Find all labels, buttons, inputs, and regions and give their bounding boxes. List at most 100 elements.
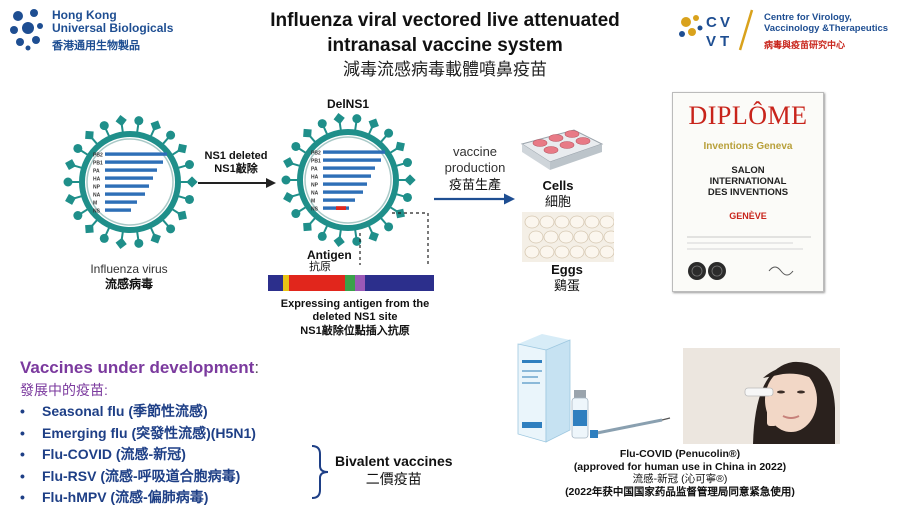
bivalent-vaccines-label: Bivalent vaccines 二價疫苗: [335, 452, 453, 488]
vaccine-production-line1: vaccine: [452, 144, 498, 159]
vaccines-heading: Vaccines under development:: [20, 358, 259, 378]
segment-bar: [105, 192, 145, 196]
product-line3: 流感-新冠 (沁可寧®): [632, 473, 728, 485]
segment-bar: [323, 182, 367, 186]
bivalent-brace-icon: [311, 445, 329, 499]
egg: [558, 230, 574, 244]
segment-label: PB1: [93, 161, 103, 167]
cells-label-cn: 細胞: [544, 194, 571, 209]
vaccines-heading-colon: :: [254, 358, 260, 377]
spike-head: [63, 177, 73, 187]
segment-label: PB1: [311, 159, 321, 165]
egg: [599, 215, 614, 229]
product-line4: (2022年获中国国家药品监督管理局同意紧急使用): [565, 485, 795, 498]
egg: [528, 230, 544, 244]
segment-bar: [105, 208, 131, 212]
segment-label: HA: [93, 177, 101, 183]
penucolin-product-icon: [517, 334, 671, 443]
spike-head: [368, 118, 379, 129]
hub-name-cn: 香港通用生物製品: [52, 40, 140, 52]
spike-head: [85, 130, 94, 140]
segment-bar: [323, 158, 381, 162]
segment-bar: [105, 176, 153, 180]
diploma-city: GENÈVE: [729, 211, 767, 221]
segment-label: M: [93, 201, 97, 207]
bivalent-en: Bivalent vaccines: [335, 453, 453, 469]
segment-label: NP: [93, 185, 101, 191]
segment-label: PB2: [93, 153, 103, 159]
segment-bar: [105, 200, 137, 204]
segment-label: NA: [311, 191, 319, 197]
page-title: Influenza viral vectored live attenuated…: [195, 8, 695, 81]
spike-head: [99, 121, 109, 131]
egg: [599, 245, 614, 259]
egg: [524, 215, 540, 229]
segment-label: NS: [311, 207, 319, 213]
title-cn: 減毒流感病毒載體噴鼻疫苗: [343, 60, 547, 79]
insertion-connector: [359, 212, 429, 265]
list-item: •Emerging flu (突發性流感)(H5N1): [20, 424, 256, 441]
spike-head: [402, 192, 412, 202]
segment-bar: [105, 152, 167, 156]
segment-bar: [323, 198, 355, 202]
spike-head: [85, 224, 94, 234]
svg-text:V: V: [720, 14, 730, 31]
ns1-deleted-label-cn: NS1敲除: [214, 163, 258, 175]
product-line2: (approved for human use in China in 2022…: [573, 460, 787, 473]
egg: [524, 245, 540, 259]
segment-label: NP: [311, 183, 319, 189]
antigen-construct-bar: [268, 275, 434, 291]
delns1-label: DelNS1: [326, 97, 370, 111]
vaccine-production-cn: 疫苗生產: [448, 177, 501, 192]
spike-head: [291, 209, 301, 219]
segment-label: PB2: [311, 151, 321, 157]
segment-label: NS: [93, 209, 101, 215]
svg-text:V: V: [706, 33, 716, 50]
title-en-line2: intranasal vaccine system: [327, 35, 563, 56]
vaccine-production-arrow-icon: [434, 193, 515, 205]
egg: [543, 230, 559, 244]
ns1-deleted-label: NS1 deleted: [204, 150, 268, 162]
antigen-label-cn: 抗原: [309, 261, 331, 273]
vaccines-heading-cn: 發展中的疫苗:: [20, 382, 108, 398]
expressing-antigen-text-cn: NS1敲除位點插入抗原: [300, 325, 410, 337]
person-nasal-spray-icon: [683, 348, 840, 444]
influenza-virus-label: Influenza virus: [90, 262, 168, 276]
egg: [603, 230, 614, 244]
product-line1: Flu-COVID (Penucolin®): [619, 448, 741, 460]
list-item: •Flu-COVID (流感-新冠): [20, 446, 186, 462]
segment-bar: [105, 184, 149, 188]
spike-head: [166, 224, 176, 234]
egg: [554, 245, 570, 259]
cvvt-logo: C V V T Centre for Virology, Vaccinology…: [676, 8, 896, 54]
egg: [588, 230, 604, 244]
eggs-label: Eggs: [551, 262, 583, 277]
hk-universal-biologicals-logo: Hong Kong Universal Biologicals 香港通用生物製品: [8, 6, 178, 54]
segment-label: HA: [311, 175, 319, 181]
spike-head: [333, 113, 345, 125]
egg: [554, 215, 570, 229]
spike-head: [134, 116, 144, 126]
vaccine-list: •Seasonal flu (季節性流感) •Emerging flu (突發性…: [20, 401, 256, 506]
spike-head: [303, 128, 312, 138]
spike-head: [150, 120, 161, 131]
list-item: •Flu-hMPV (流感-偏肺病毒): [20, 489, 209, 505]
spike-head: [184, 194, 194, 204]
spike-head: [281, 175, 291, 185]
spike-head: [402, 158, 412, 168]
segment-bar: [323, 166, 375, 170]
virus-spikes: [281, 113, 416, 247]
spike-head: [73, 211, 83, 221]
spike-head: [184, 160, 194, 170]
spike-head: [317, 119, 327, 129]
title-en-line1: Influenza viral vectored live attenuated: [270, 10, 620, 31]
spike-head: [352, 114, 362, 124]
spike-head: [283, 157, 294, 168]
segment-bar: [323, 174, 371, 178]
spike-head: [177, 210, 187, 221]
egg: [573, 230, 589, 244]
spike-head: [166, 130, 176, 140]
nasal-spray-photo: [683, 348, 840, 444]
